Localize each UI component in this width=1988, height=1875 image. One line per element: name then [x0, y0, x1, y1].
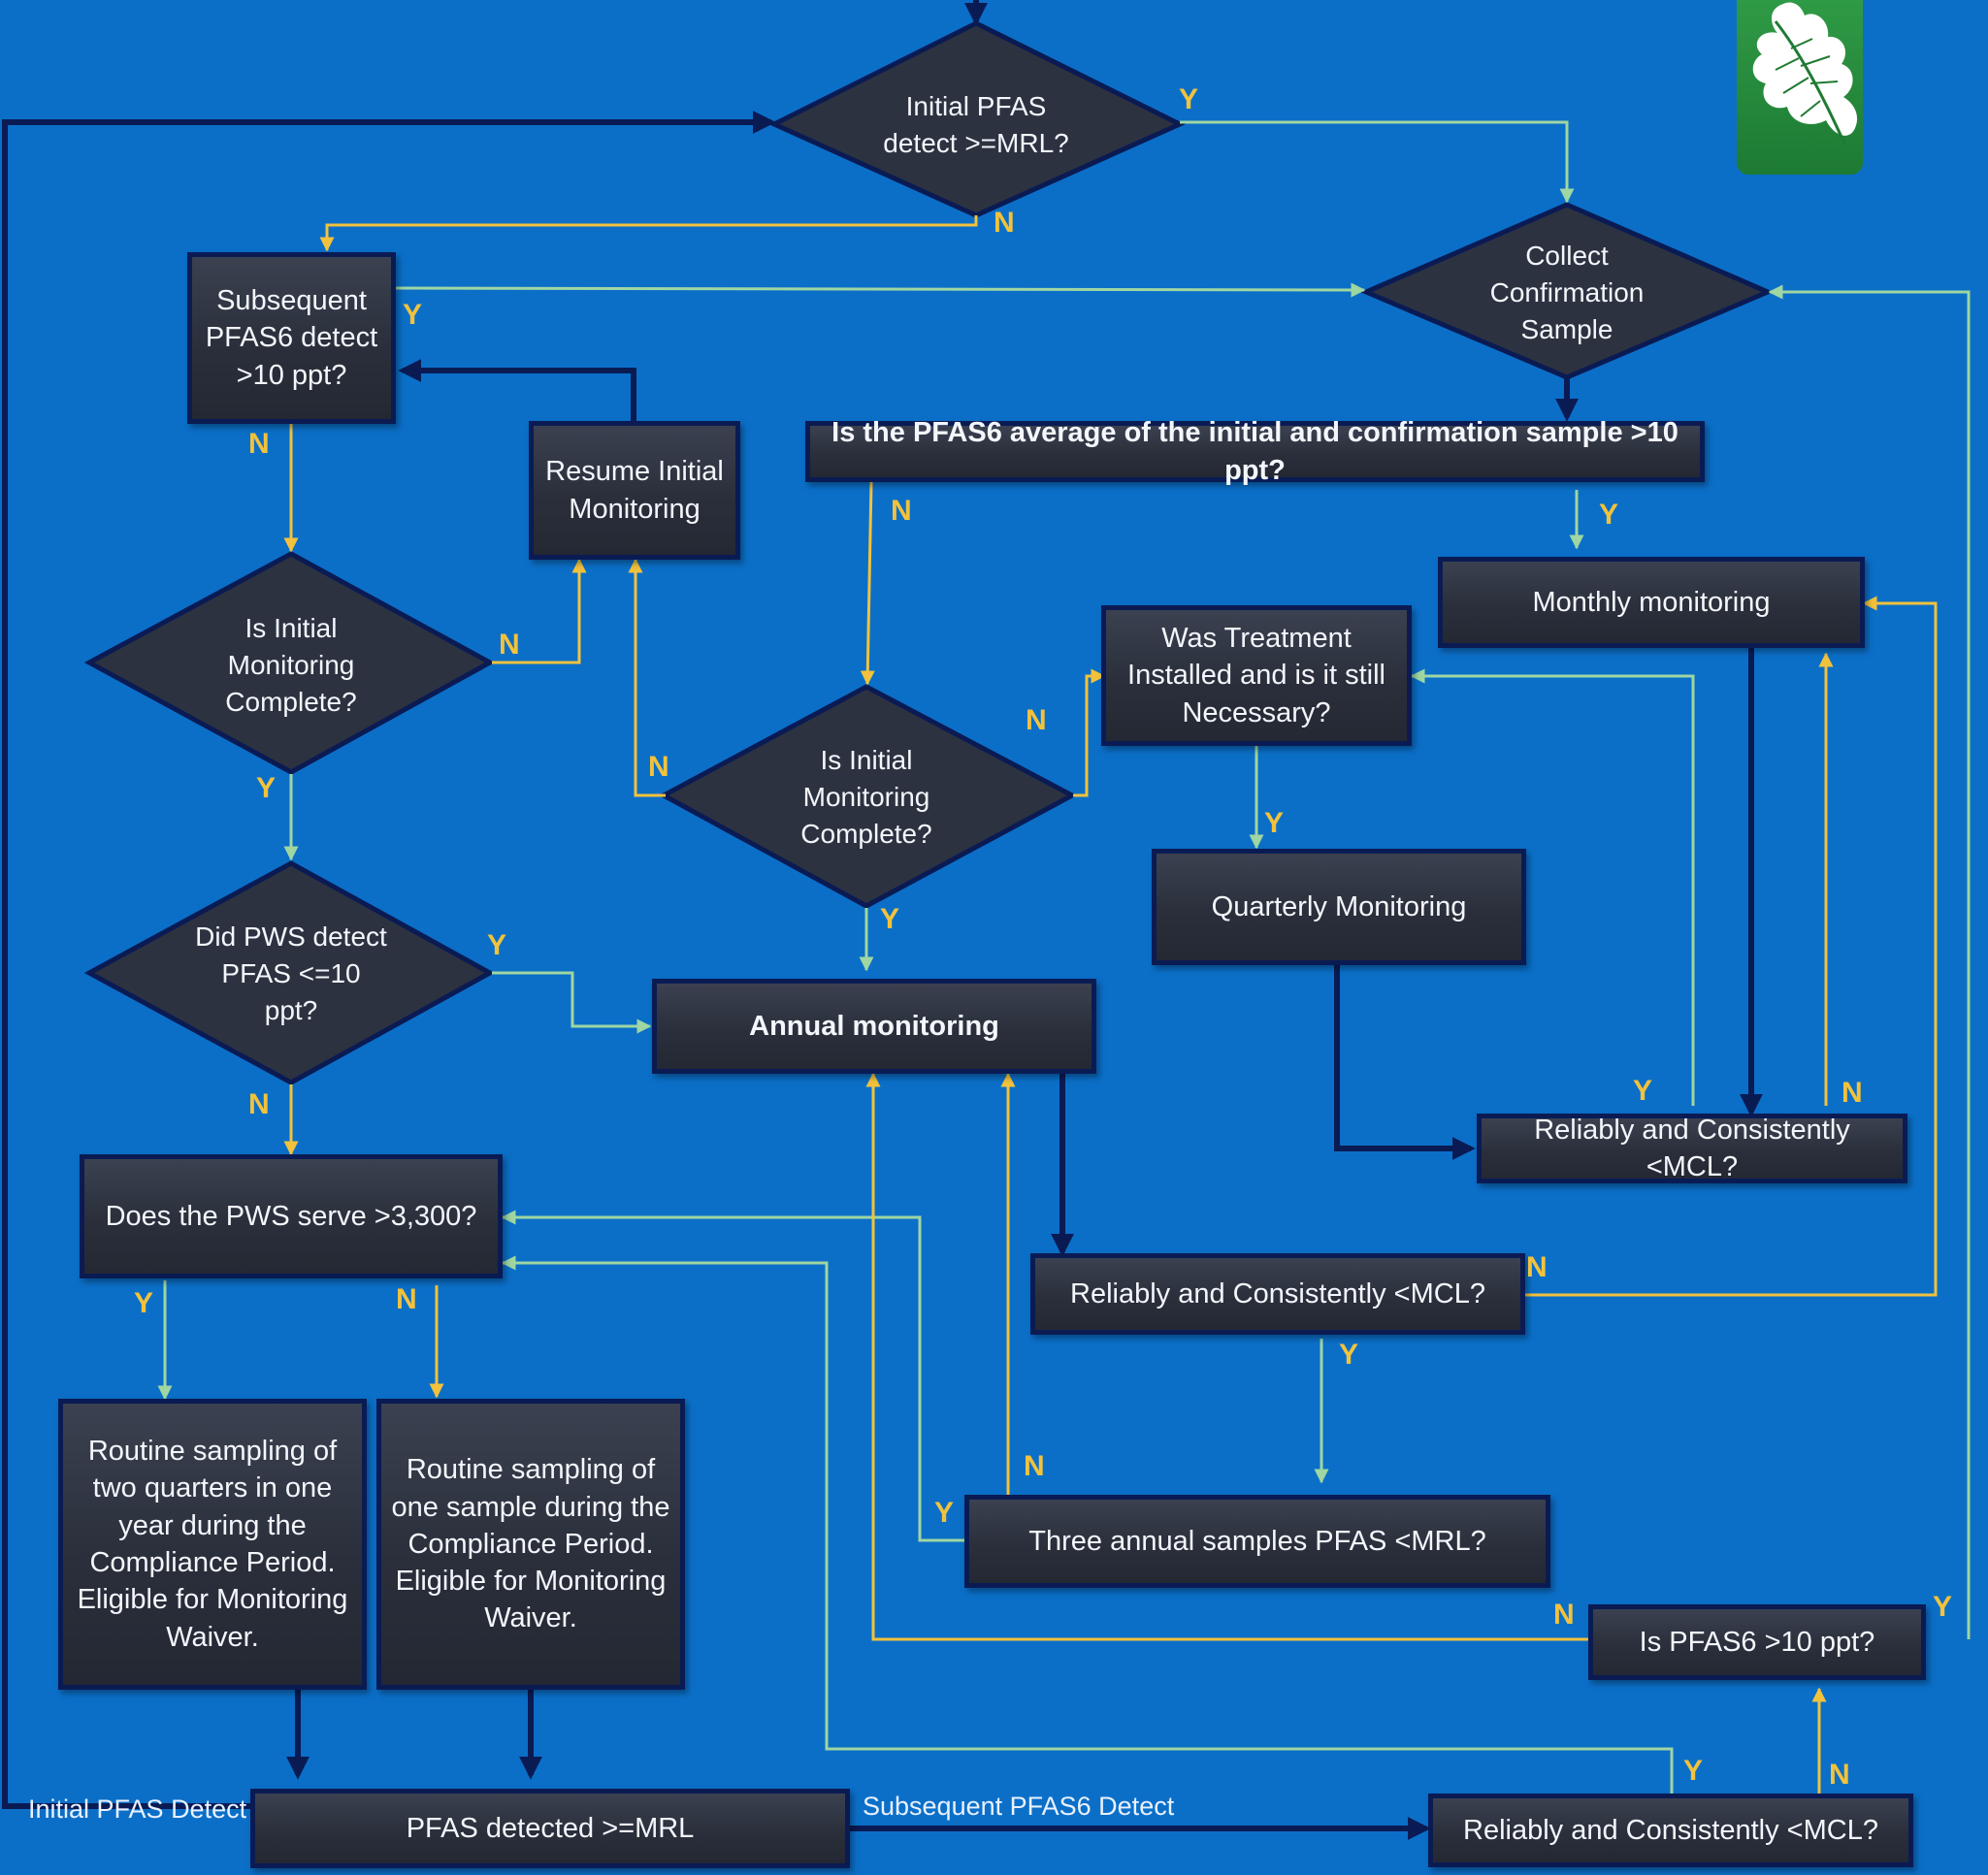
annotation-subsequent-pfas6-detect: Subsequent PFAS6 Detect	[863, 1792, 1175, 1821]
no-connectors	[283, 215, 1938, 1794]
label-yes: Y	[1264, 807, 1285, 839]
box-annual: Annual monitoring	[652, 979, 1096, 1074]
box-reliably-bottom: Reliably and Consistently <MCL?	[1428, 1794, 1913, 1867]
diamond-initial-monitoring-mid	[658, 684, 1078, 909]
box-quarterly: Quarterly Monitoring	[1152, 849, 1526, 965]
label-no: N	[648, 751, 669, 783]
diamond-did-pws-detect	[83, 860, 496, 1085]
label-no: N	[1829, 1759, 1850, 1791]
decision-shapes	[83, 20, 1775, 1085]
label-no: N	[1024, 1450, 1045, 1482]
box-pfas6-10: Is PFAS6 >10 ppt?	[1588, 1604, 1926, 1680]
box-reliably-mid: Reliably and Consistently <MCL?	[1030, 1253, 1525, 1335]
label-no: N	[891, 495, 912, 527]
label-yes: Y	[487, 929, 507, 961]
label-no: N	[1526, 1251, 1548, 1283]
main-connectors	[2, 0, 1763, 1840]
label-yes: Y	[880, 903, 900, 935]
box-serve-3300: Does the PWS serve >3,300?	[80, 1154, 503, 1278]
box-subsequent-detect: Subsequent PFAS6 detect >10 ppt?	[187, 252, 396, 424]
annotation-initial-pfas-detect: Initial PFAS Detect	[28, 1794, 247, 1824]
label-no: N	[1553, 1599, 1575, 1631]
label-yes: Y	[1599, 499, 1619, 531]
decision-initial-monitoring-complete-mid: Is Initial Monitoring Complete?	[800, 745, 932, 849]
label-no: N	[248, 1088, 270, 1120]
oak-leaf-icon	[1752, 2, 1858, 146]
label-no: N	[499, 629, 520, 661]
yes-connectors	[157, 120, 1971, 1794]
label-no: N	[1026, 704, 1047, 736]
label-no: N	[1841, 1077, 1863, 1109]
decision-initial-monitoring-complete-left: Is Initial Monitoring Complete?	[225, 613, 357, 717]
label-yes: Y	[1683, 1755, 1704, 1787]
label-no: N	[396, 1283, 417, 1315]
box-reliably-right: Reliably and Consistently <MCL?	[1477, 1114, 1907, 1183]
box-resume-initial: Resume Initial Monitoring	[529, 421, 740, 560]
label-yes: Y	[934, 1497, 955, 1529]
box-treatment: Was Treatment Installed and is it still …	[1101, 605, 1412, 746]
box-routine-two-quarters: Routine sampling of two quarters in one …	[58, 1399, 367, 1690]
label-yes: Y	[1933, 1591, 1953, 1623]
label-no: N	[994, 207, 1015, 239]
decision-collect-confirmation: Collect Confirmation Sample	[1489, 241, 1645, 344]
box-pfas-detected: PFAS detected >=MRL	[250, 1789, 850, 1868]
box-three-annual: Three annual samples PFAS <MRL?	[964, 1495, 1550, 1588]
decision-initial-detect: Initial PFAS detect >=MRL?	[883, 90, 1069, 158]
box-average-question: Is the PFAS6 average of the initial and …	[805, 417, 1705, 486]
label-yes: Y	[1339, 1339, 1359, 1371]
label-yes: Y	[403, 299, 423, 331]
label-yes: Y	[1179, 83, 1199, 115]
box-routine-one-sample: Routine sampling of one sample during th…	[376, 1399, 685, 1690]
box-monthly: Monthly monitoring	[1438, 557, 1865, 648]
oak-leaf-logo	[1737, 0, 1863, 175]
diamond-initial-monitoring-left	[83, 551, 496, 775]
label-yes: Y	[134, 1287, 154, 1319]
label-no: N	[248, 428, 270, 460]
label-yes: Y	[1633, 1075, 1653, 1107]
label-yes: Y	[256, 772, 277, 804]
decision-did-pws-detect: Did PWS detect PFAS <=10 ppt?	[195, 921, 387, 1025]
